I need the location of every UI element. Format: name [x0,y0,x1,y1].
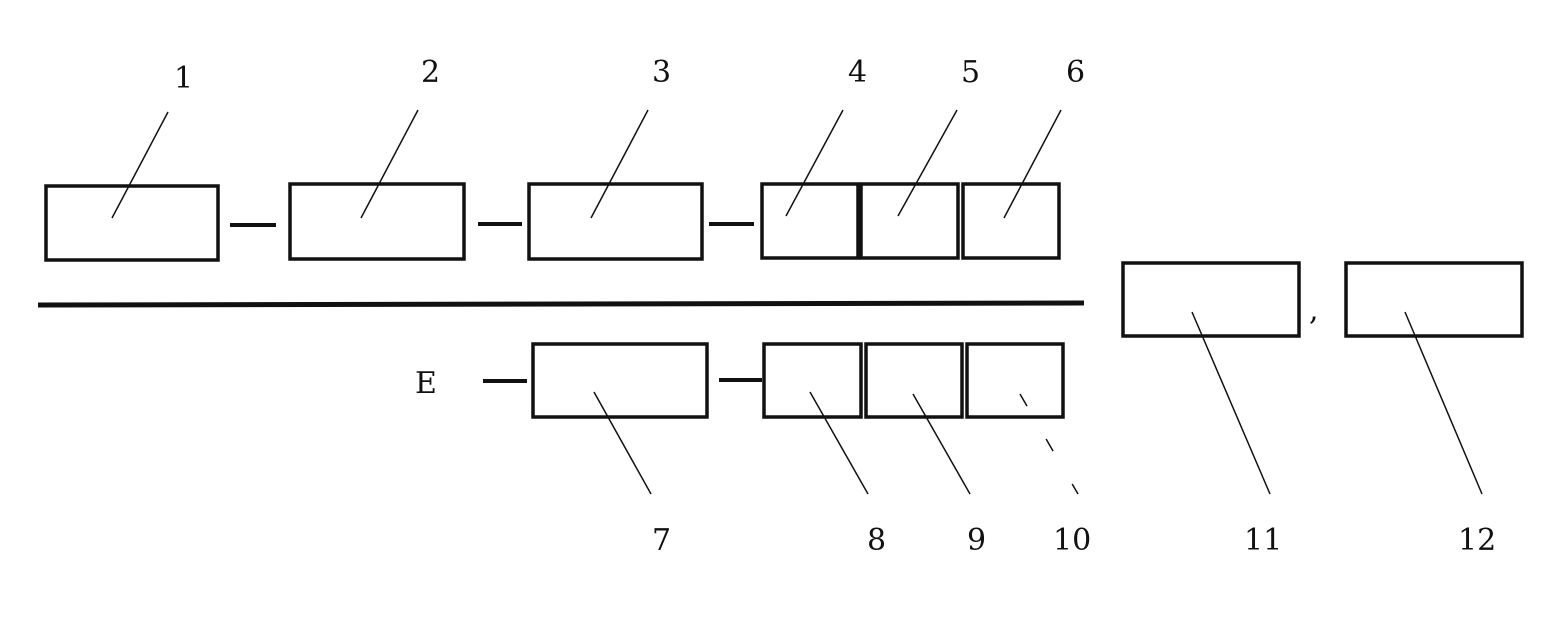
label-5: 5 [961,55,980,90]
label-6: 6 [1066,55,1085,90]
label-7: 7 [652,523,671,558]
label-4: 4 [848,55,867,90]
comma-separator: , [1309,293,1319,328]
box-6 [961,182,1061,260]
label-10: 10 [1053,523,1091,558]
box-11 [1121,261,1301,338]
leader-4 [785,109,844,217]
label-1: 1 [174,61,193,96]
label-3: 3 [652,55,671,90]
label-8: 8 [867,523,886,558]
box-1 [44,184,220,262]
box-10 [965,342,1065,419]
label-12: 12 [1458,523,1496,558]
leader-9 [912,393,971,495]
divider-line [37,300,1085,308]
leader-8 [809,391,869,495]
box-9 [864,342,964,419]
leader-5 [897,109,958,217]
leader-3 [590,109,649,219]
box-2 [288,182,466,261]
box-7 [531,342,709,419]
label-9: 9 [967,523,986,558]
box-8 [762,342,863,419]
label-e: E [415,366,437,401]
leader-1 [111,111,169,219]
leader-11 [1191,311,1271,495]
leader-7 [593,391,652,495]
label-2: 2 [421,55,440,90]
leader-6 [1003,109,1062,219]
box-3 [527,182,704,261]
leader-2 [360,109,419,219]
leader-10 [1019,393,1079,495]
box-12 [1344,261,1524,338]
leader-12 [1404,311,1483,495]
label-11: 11 [1244,523,1282,558]
box-4 [760,182,860,260]
